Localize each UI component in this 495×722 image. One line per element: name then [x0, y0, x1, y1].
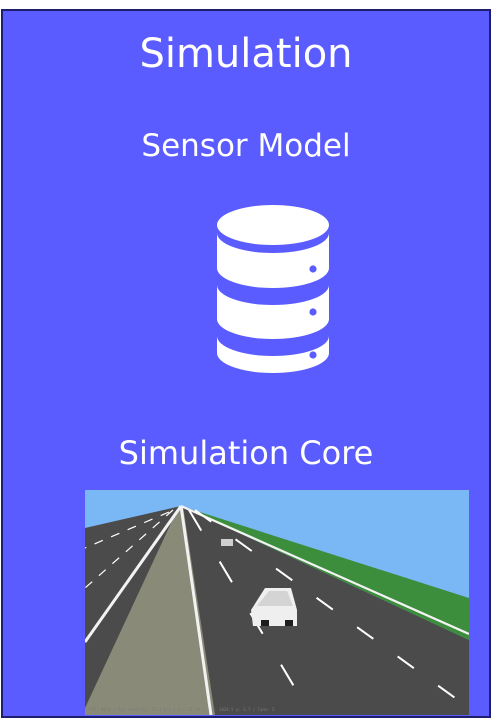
- simulation-core-label: Simulation Core: [118, 434, 374, 472]
- database-icon: [217, 205, 329, 373]
- panel-title: Simulation: [139, 31, 353, 77]
- sensor-model-label: Sensor Model: [141, 128, 351, 164]
- road-scene-render: [83, 490, 470, 716]
- ego-vehicle: [251, 588, 297, 626]
- simulation-panel: Simulation Sensor Model Simulation Core: [1, 9, 491, 718]
- scene-caption: FPS: 60.0 | Ego velocity: 31.4 m/s | t =…: [89, 707, 275, 712]
- simulation-scene: FPS: 60.0 | Ego velocity: 31.4 m/s | t =…: [83, 490, 470, 716]
